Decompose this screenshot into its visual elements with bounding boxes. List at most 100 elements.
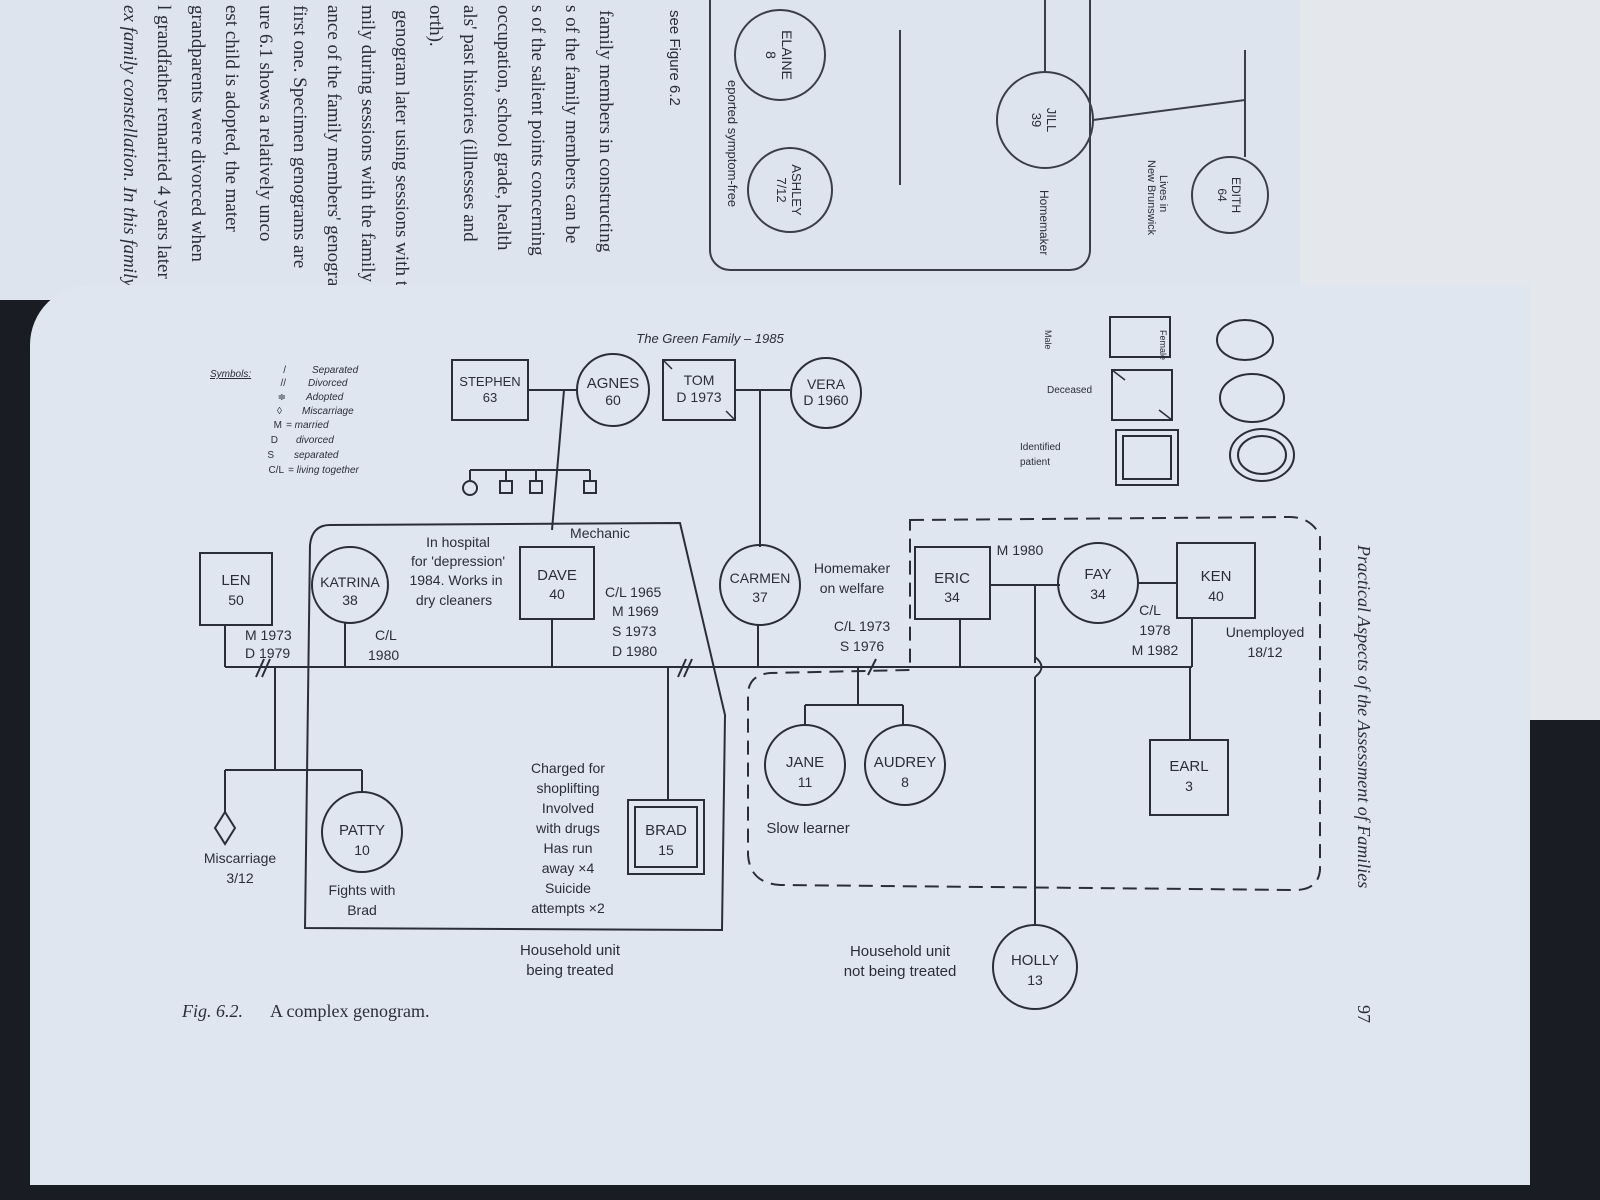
stephen-name: STEPHEN: [459, 374, 520, 389]
household-treated-label: Household unit: [520, 942, 621, 959]
legend-identified-2: patient: [1020, 457, 1050, 468]
brad-note: Involved: [542, 800, 594, 816]
audrey-circle: [864, 724, 946, 806]
see-figure-note: see Figure 6.2: [666, 10, 683, 106]
carmen-separated: S 1976: [840, 638, 885, 654]
prev-line: est child is adopted, the mater: [221, 5, 242, 233]
jill-age: 39: [1029, 113, 1044, 127]
edith-age: 64: [1215, 188, 1229, 202]
katrina-cl-year: 1980: [368, 647, 399, 663]
new-brunswick: New Brunswick: [1145, 160, 1157, 236]
prev-line: first one. Specimen genograms are: [289, 5, 310, 268]
brad-note: attempts ×2: [531, 900, 605, 916]
legend-heading: Symbols:: [210, 369, 251, 380]
miscarriage-age: 3/12: [226, 870, 253, 886]
household-not-treated-label: Household unit: [850, 943, 951, 960]
slow-learner-note: Slow learner: [766, 820, 849, 837]
prev-line: s of the salient points concerning: [527, 5, 548, 256]
elaine-label: ELAINE 8: [763, 30, 795, 80]
previous-page-content: family members in constructing s of the …: [119, 0, 1269, 300]
miscarriage-symbol: [213, 810, 237, 846]
audrey-name: AUDREY: [874, 754, 937, 771]
patty-note: Fights with: [329, 882, 396, 898]
brad-note: Charged for: [531, 760, 605, 776]
divorce-mark: [677, 658, 687, 678]
legend-text: separated: [294, 450, 339, 461]
sibling-male: [499, 480, 513, 494]
separation-mark: [867, 658, 877, 676]
agnes-name: AGNES: [587, 375, 640, 392]
jill-occupation: Homemaker: [1037, 190, 1051, 255]
legend-female: Female: [1158, 330, 1168, 360]
agnes-circle: [576, 353, 650, 427]
ken-duration: 18/12: [1247, 644, 1282, 660]
carmen-circle: [719, 544, 801, 626]
mechanic-note: Mechanic: [570, 525, 630, 541]
jane-name: JANE: [786, 754, 824, 771]
prev-line: genogram later using sessions with the: [391, 10, 412, 300]
prev-line: als' past histories (illnesses and: [459, 5, 480, 242]
agnes-age: 60: [605, 392, 621, 408]
dave-note: M 1969: [612, 603, 659, 619]
fay-age: 34: [1090, 586, 1106, 602]
carmen-note: Homemaker: [814, 560, 891, 576]
earl-box: [1149, 739, 1229, 816]
prev-line: mily during sessions with the family: [357, 5, 378, 283]
legend-identified-1: Identified: [1020, 442, 1061, 453]
tom-died: D 1973: [676, 389, 721, 405]
katrina-note: dry cleaners: [416, 592, 492, 608]
miscarriage-label: Miscarriage: [204, 850, 277, 866]
carmen-note: on welfare: [820, 580, 885, 596]
eric-box: [914, 546, 991, 620]
deceased-mark: [1158, 409, 1173, 421]
fay-married: M 1982: [1132, 642, 1179, 658]
legend-glyph: M: [274, 420, 282, 431]
running-head-text: Practical Aspects of the Assessment of F…: [1354, 544, 1374, 888]
fay-circle: [1057, 542, 1139, 624]
brad-note: Suicide: [545, 880, 591, 896]
len-married: M 1973: [245, 627, 292, 643]
sibling-male: [583, 480, 597, 494]
legend-glyph: ◊: [277, 406, 282, 417]
legend-glyph: //: [280, 378, 286, 389]
jill-label: JILL 39: [1029, 108, 1059, 133]
prev-genogram-fragment: eported symptom-free: [725, 80, 740, 207]
previous-page: family members in constructing s of the …: [0, 0, 1420, 300]
legend-text: Separated: [312, 365, 359, 376]
katrina-name: KATRINA: [320, 574, 380, 590]
carmen-cl: C/L 1973: [834, 618, 891, 634]
female-symbol: [1216, 319, 1274, 361]
ken-name: KEN: [1201, 568, 1232, 585]
legend-text: = living together: [288, 465, 360, 476]
len-box: [199, 552, 273, 626]
sibling-female: [462, 480, 478, 496]
prev-line: family members in constructing: [595, 10, 616, 253]
genogram-figure: The Green Family – 1985 Symbols: / Separ…: [181, 316, 1374, 1023]
vera-name: VERA: [807, 376, 846, 392]
carmen-age: 37: [752, 589, 768, 605]
holly-name: HOLLY: [1011, 952, 1059, 969]
dave-box: [519, 546, 595, 620]
brad-note: with drugs: [535, 820, 600, 836]
fay-cl-year: 1978: [1139, 622, 1170, 638]
len-age: 50: [228, 592, 244, 608]
legend-text: Divorced: [308, 378, 348, 389]
prev-line: ance of the family members' genogram: [323, 5, 344, 300]
household-treated-label: being treated: [526, 962, 614, 979]
brad-box: [627, 799, 705, 875]
earl-name: EARL: [1169, 758, 1208, 775]
ashley-label: ASHLEY 7/12: [774, 164, 804, 216]
tom-name: TOM: [684, 372, 715, 388]
brad-note: Has run: [543, 840, 592, 856]
legend-glyph: /: [283, 365, 286, 376]
legend-text: Miscarriage: [302, 406, 354, 417]
homemaker-note: Homemaker: [1037, 190, 1051, 255]
legend-deceased: Deceased: [1047, 385, 1092, 396]
jane-age: 11: [798, 774, 813, 790]
legend-text: = married: [286, 420, 329, 431]
dave-note: S 1973: [612, 623, 657, 639]
edith-label: EDITH 64: [1215, 177, 1243, 213]
edith-name: EDITH: [1229, 177, 1243, 213]
katrina-note: for 'depression': [411, 553, 505, 569]
eric-name: ERIC: [934, 570, 970, 587]
